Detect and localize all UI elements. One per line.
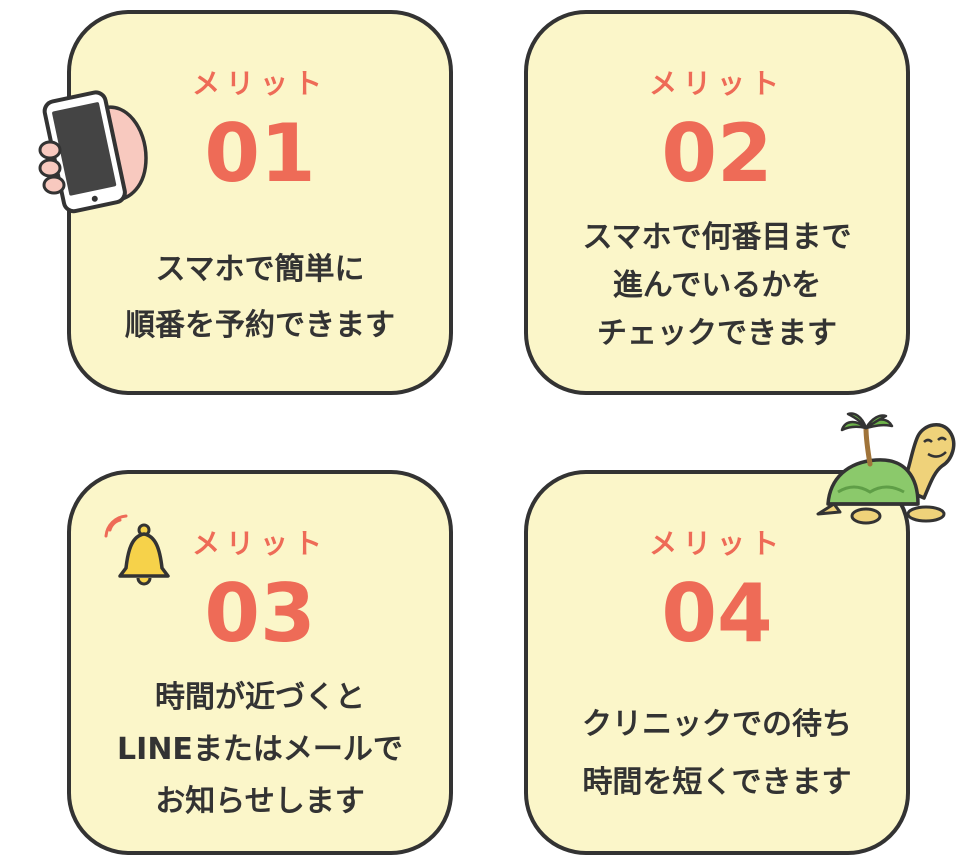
merit-kicker: メリット [648,67,785,100]
merit-card-03: メリット 03 時間が近づくと LINEまたはメールで お知らせします [67,470,453,855]
merit-description-line: 進んでいるかを [612,268,822,303]
merit-description: スマホで何番目まで 進んでいるかを チェックできます [528,214,906,358]
merit-description-line: チェックできます [597,316,837,351]
merit-description-line: スマホで何番目まで [582,220,852,255]
merit-kicker: メリット [191,67,328,100]
merit-description-line: LINEまたはメールで [117,732,403,767]
merit-card-02: メリット 02 スマホで何番目まで 進んでいるかを チェックできます [524,10,910,395]
merit-description: スマホで簡単に 順番を予約できます [71,242,449,354]
merit-description: 時間が近づくと LINEまたはメールで お知らせします [71,672,449,828]
merit-kicker: メリット [191,527,328,560]
merit-description: クリニックでの待ち 時間を短くできます [528,696,906,812]
merit-kicker: メリット [648,527,785,560]
merit-description-line: スマホで簡単に [155,252,365,287]
ringing-bell-icon [104,514,170,586]
merit-number: 04 [661,567,773,660]
merit-description-line: クリニックでの待ち [582,707,852,742]
merit-description-line: お知らせします [155,784,365,819]
merit-number: 02 [661,107,773,200]
merit-description-line: 時間が近づくと [155,680,365,715]
merit-description-line: 順番を予約できます [125,308,395,343]
merit-description-line: 時間を短くできます [582,765,852,800]
smartphone-in-hand-icon [38,90,148,214]
turtle-palm-mascot [816,412,956,525]
merit-number: 01 [204,107,316,200]
merit-card-01: メリット 01 スマホで簡単に 順番を予約できます [67,10,453,395]
merit-number: 03 [204,567,316,660]
merit-card-04: メリット 04 クリニックでの待ち 時間を短くできます [524,470,910,855]
